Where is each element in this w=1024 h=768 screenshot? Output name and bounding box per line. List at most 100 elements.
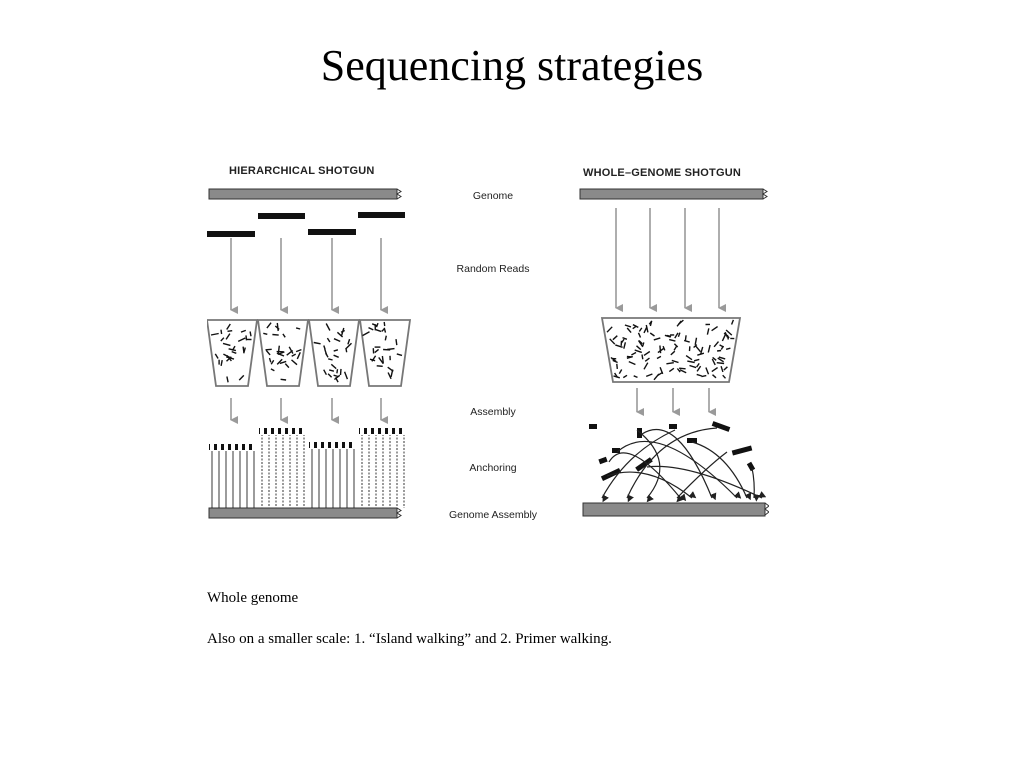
read-fragment bbox=[730, 319, 735, 325]
read-fragment bbox=[659, 345, 662, 354]
read-fragment bbox=[694, 345, 702, 353]
read-fragment bbox=[674, 332, 679, 339]
placement-arrow-8 bbox=[606, 471, 697, 499]
read-fragment bbox=[384, 335, 387, 341]
read-fragment bbox=[387, 372, 392, 380]
read-fragment bbox=[645, 373, 653, 378]
read-fragment bbox=[240, 329, 247, 333]
read-fragment bbox=[641, 354, 644, 360]
contig-gap bbox=[367, 427, 371, 435]
left-genome-assembly-bar bbox=[208, 507, 402, 519]
read-fragment bbox=[677, 332, 681, 338]
read-fragment bbox=[227, 330, 233, 332]
right-genome-bar bbox=[579, 188, 768, 200]
read-fragment bbox=[282, 333, 286, 338]
read-fragment bbox=[618, 369, 623, 375]
scattered-contig-10 bbox=[746, 461, 756, 472]
read-fragment bbox=[220, 329, 223, 335]
read-fragment bbox=[270, 359, 275, 365]
read-fragment bbox=[276, 358, 283, 365]
contig-gap bbox=[360, 427, 364, 435]
contig-gap bbox=[310, 441, 314, 449]
contig-gap bbox=[281, 427, 285, 435]
read-fragment bbox=[270, 368, 275, 372]
read-fragment bbox=[609, 338, 616, 345]
contig-gap bbox=[352, 441, 356, 449]
read-fragment bbox=[697, 352, 705, 356]
read-fragment bbox=[634, 349, 643, 354]
read-fragment bbox=[712, 374, 717, 379]
placement-arrow-5 bbox=[626, 427, 718, 503]
read-fragment bbox=[648, 320, 653, 325]
contig-gap bbox=[317, 441, 321, 449]
contig-gap bbox=[302, 427, 306, 435]
read-fragment bbox=[636, 345, 642, 351]
read-fragment bbox=[333, 349, 339, 352]
contig-gap bbox=[245, 443, 249, 451]
read-fragment bbox=[626, 327, 632, 334]
read-fragment bbox=[368, 326, 374, 331]
read-fragment bbox=[615, 344, 623, 348]
placement-arrow-11 bbox=[636, 429, 661, 503]
read-fragment bbox=[210, 332, 219, 336]
read-fragment bbox=[345, 342, 352, 350]
read-fragment bbox=[649, 332, 655, 337]
hierarchical-shotgun-heading: HIERARCHICAL SHOTGUN bbox=[229, 165, 375, 177]
read-fragment bbox=[328, 358, 333, 361]
read-fragment bbox=[620, 338, 625, 344]
read-fragment bbox=[374, 348, 380, 354]
read-fragment bbox=[679, 369, 687, 374]
scattered-contig-8 bbox=[711, 421, 731, 432]
contig-gap bbox=[217, 443, 221, 451]
placement-arrow-2 bbox=[616, 440, 742, 499]
left-read-bucket-2 bbox=[256, 319, 310, 387]
scattered-contig-7 bbox=[669, 424, 677, 429]
left-clone-bar-1 bbox=[207, 231, 255, 237]
read-fragment bbox=[622, 374, 628, 379]
read-fragment bbox=[238, 374, 245, 381]
read-fragment bbox=[327, 373, 333, 378]
read-fragment bbox=[362, 331, 370, 337]
read-fragment bbox=[265, 348, 272, 351]
read-fragment bbox=[295, 348, 302, 353]
read-fragment bbox=[628, 360, 636, 366]
contig-gap bbox=[252, 443, 256, 451]
stage-label-genome: Genome bbox=[473, 190, 513, 202]
read-fragment bbox=[336, 331, 344, 338]
read-fragment bbox=[325, 352, 329, 358]
read-fragment bbox=[606, 326, 613, 333]
contig-gap bbox=[274, 427, 278, 435]
contig-gap bbox=[231, 443, 235, 451]
stage-label-anchoring: Anchoring bbox=[469, 462, 516, 474]
read-fragment bbox=[685, 355, 693, 361]
read-fragment bbox=[673, 346, 677, 351]
read-fragment bbox=[656, 355, 662, 360]
read-fragment bbox=[717, 349, 722, 352]
read-fragment bbox=[220, 337, 225, 342]
right-genome-assembly-bar bbox=[582, 502, 769, 517]
read-fragment bbox=[296, 352, 301, 360]
read-fragment bbox=[711, 326, 718, 332]
read-fragment bbox=[612, 335, 618, 341]
read-fragment bbox=[720, 345, 724, 350]
read-fragment bbox=[277, 345, 280, 354]
contig-gap bbox=[288, 427, 292, 435]
read-fragment bbox=[371, 355, 377, 362]
read-fragment bbox=[329, 369, 335, 372]
scattered-contig-1 bbox=[589, 424, 597, 429]
read-fragment bbox=[395, 339, 398, 346]
read-fragment bbox=[662, 345, 666, 351]
read-fragment bbox=[237, 337, 246, 343]
read-fragment bbox=[334, 377, 339, 383]
read-fragment bbox=[339, 368, 342, 376]
contig-gap bbox=[374, 427, 378, 435]
left-anchoring-lines bbox=[209, 427, 406, 508]
read-fragment bbox=[295, 327, 301, 330]
read-fragment bbox=[700, 346, 704, 354]
read-fragment bbox=[653, 337, 661, 341]
sequencing-diagram: HIERARCHICAL SHOTGUN WHOLE–GENOME SHOTGU… bbox=[207, 165, 769, 520]
read-fragment bbox=[288, 346, 294, 354]
read-fragment bbox=[220, 359, 223, 367]
read-fragment bbox=[624, 324, 632, 328]
read-fragment bbox=[284, 363, 290, 369]
